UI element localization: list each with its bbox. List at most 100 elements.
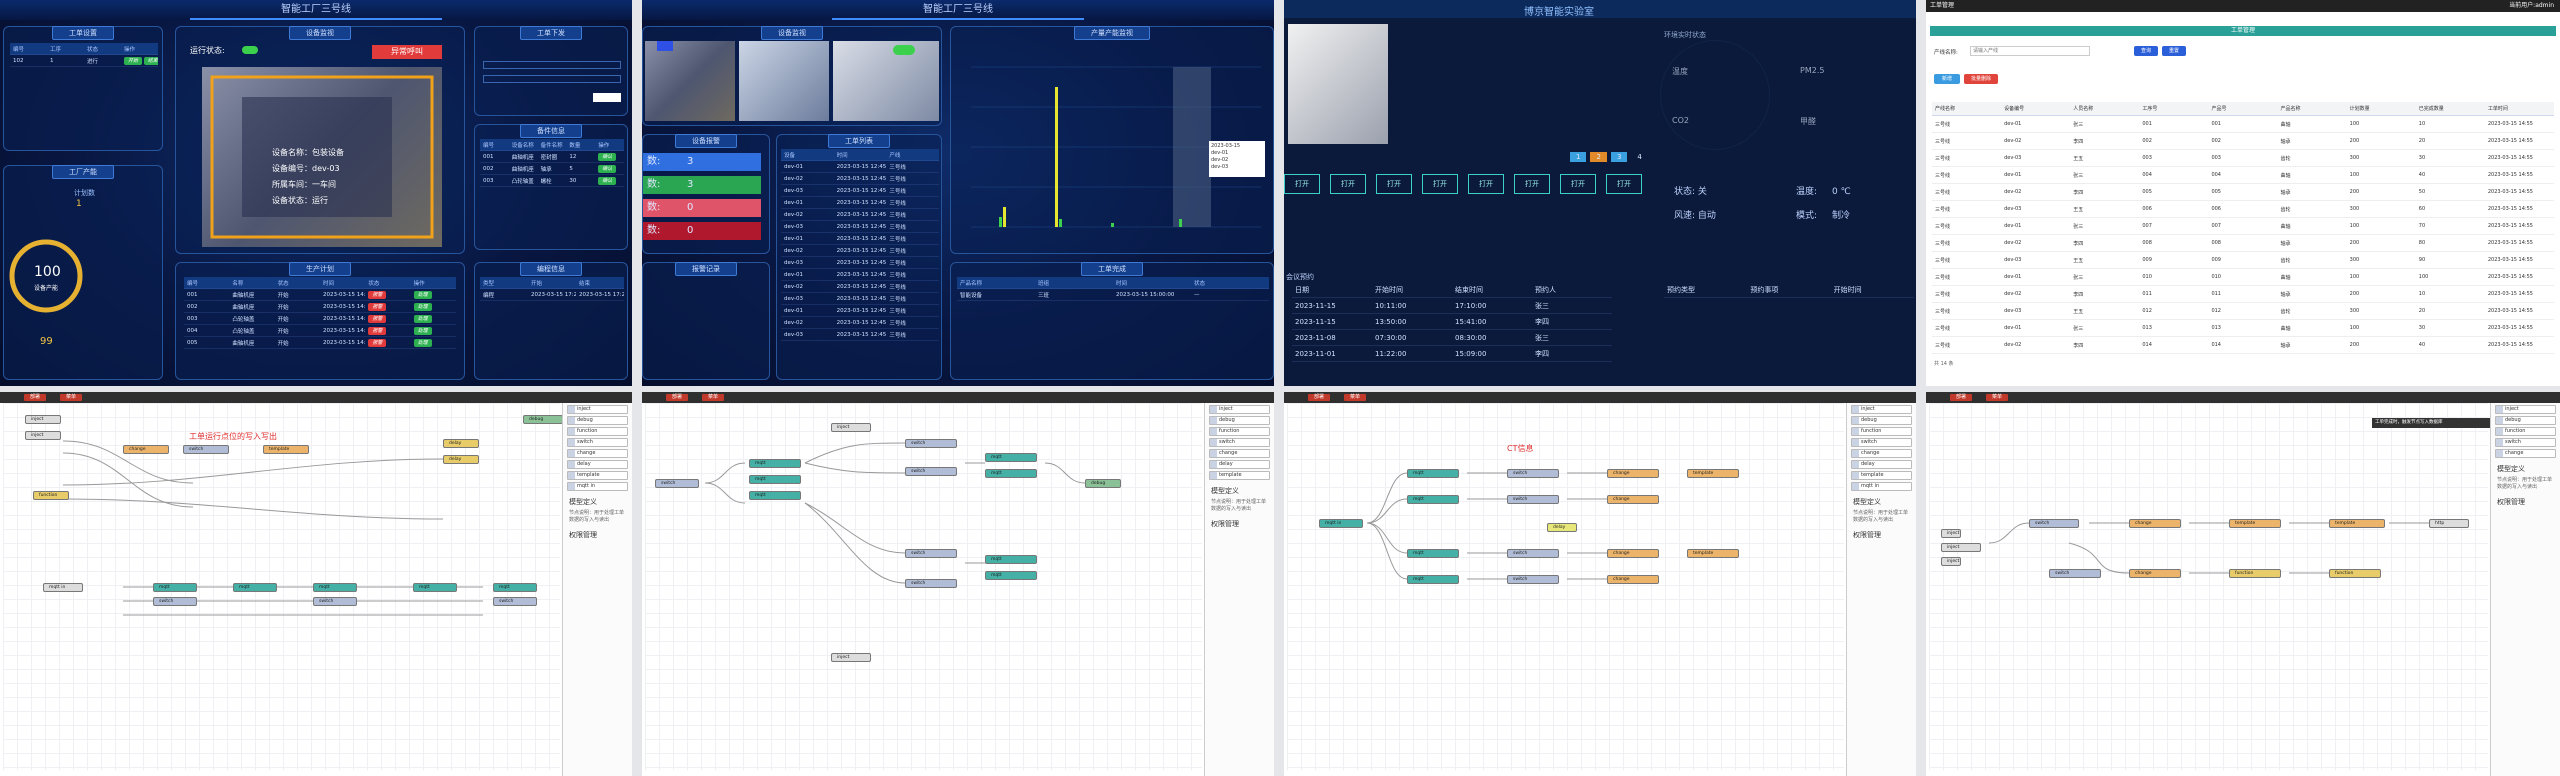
palette-item[interactable]: delay <box>567 460 628 469</box>
palette-item[interactable]: delay <box>1209 460 1270 469</box>
deploy-button[interactable]: 部署 <box>1950 394 1972 401</box>
tab-4[interactable]: 4 <box>1637 153 1642 161</box>
flow-node[interactable]: switch <box>905 549 957 558</box>
palette-item[interactable]: function <box>1209 427 1270 436</box>
flow-node[interactable]: switch <box>493 597 537 606</box>
flow-node[interactable]: switch <box>1507 495 1559 504</box>
menu-button[interactable]: 菜单 <box>1986 394 2008 401</box>
flow-node[interactable]: mqtt <box>313 583 357 592</box>
switch-button[interactable]: 打开 <box>1468 174 1504 194</box>
flow-node[interactable]: mqtt <box>985 453 1037 462</box>
flow-node[interactable]: template <box>2229 519 2281 528</box>
flow-node[interactable]: function <box>2329 569 2381 578</box>
flow-node[interactable]: delay <box>443 439 479 448</box>
palette-item[interactable]: debug <box>1209 416 1270 425</box>
flow-node[interactable]: mqtt <box>749 475 801 484</box>
flow-canvas[interactable]: inject inject inject switch change templ… <box>1929 403 2488 770</box>
palette-item[interactable]: function <box>2495 427 2556 436</box>
switch-button[interactable]: 打开 <box>1514 174 1550 194</box>
flow-node[interactable]: function <box>2229 569 2281 578</box>
palette-item[interactable]: inject <box>567 405 628 414</box>
palette-item[interactable]: mqtt in <box>567 482 628 491</box>
flow-node[interactable]: mqtt in <box>1319 519 1363 528</box>
flow-node[interactable]: inject <box>25 431 61 440</box>
flow-node[interactable]: change <box>123 445 169 454</box>
flow-node[interactable]: change <box>1607 549 1659 558</box>
flow-node[interactable]: switch <box>2049 569 2101 578</box>
flow-canvas[interactable]: 工单运行点位的写入写出 inject inject function chang… <box>3 403 563 770</box>
flow-canvas[interactable]: CT信息 mqtt in mqtt mqtt mqtt mqtt switch … <box>1287 403 1844 770</box>
tab-2[interactable]: 2 <box>1590 152 1607 162</box>
flow-node[interactable]: inject <box>1941 529 1961 538</box>
flow-node[interactable]: change <box>1607 469 1659 478</box>
flow-node[interactable]: switch <box>905 467 957 476</box>
palette-item[interactable]: change <box>567 449 628 458</box>
flow-node[interactable]: delay <box>443 455 479 464</box>
flow-node[interactable]: debug <box>523 415 563 424</box>
flow-node[interactable]: mqtt <box>1407 549 1459 558</box>
flow-node[interactable]: switch <box>313 597 357 606</box>
flow-node[interactable]: inject <box>831 423 871 432</box>
search-button[interactable]: 查询 <box>2134 46 2158 56</box>
deploy-button[interactable]: 部署 <box>24 394 46 401</box>
flow-node[interactable]: mqtt <box>985 469 1037 478</box>
flow-node[interactable]: inject <box>25 415 61 424</box>
flow-node[interactable]: change <box>2129 519 2181 528</box>
flow-node[interactable]: inject <box>1941 543 1981 552</box>
switch-button[interactable]: 打开 <box>1560 174 1596 194</box>
alarm-call-button[interactable]: 异常呼叫 <box>372 45 442 59</box>
flow-node[interactable]: template <box>1687 469 1739 478</box>
search-input[interactable] <box>1970 46 2090 56</box>
reset-button[interactable]: 重置 <box>2162 46 2186 56</box>
flow-node[interactable]: switch <box>905 439 957 448</box>
menu-button[interactable]: 菜单 <box>1344 394 1366 401</box>
palette-item[interactable]: mqtt in <box>1851 482 1912 491</box>
palette-item[interactable]: inject <box>1851 405 1912 414</box>
switch-button[interactable]: 打开 <box>1422 174 1458 194</box>
start-button[interactable]: 开始 <box>124 56 143 65</box>
flow-node[interactable]: template <box>2329 519 2385 528</box>
flow-node[interactable]: switch <box>1507 469 1559 478</box>
flow-node[interactable]: change <box>2129 569 2181 578</box>
switch-button[interactable]: 打开 <box>1330 174 1366 194</box>
palette-item[interactable]: delay <box>1851 460 1912 469</box>
flow-node[interactable]: change <box>1607 575 1659 584</box>
palette-item[interactable]: switch <box>567 438 628 447</box>
flow-node[interactable]: switch <box>1507 549 1559 558</box>
palette-item[interactable]: template <box>1209 471 1270 480</box>
palette-item[interactable]: change <box>1209 449 1270 458</box>
palette-item[interactable]: inject <box>1209 405 1270 414</box>
flow-node[interactable]: mqtt <box>233 583 277 592</box>
switch-button[interactable]: 打开 <box>1606 174 1642 194</box>
palette-item[interactable]: template <box>567 471 628 480</box>
flow-node[interactable]: mqtt <box>1407 575 1459 584</box>
flow-node[interactable]: switch <box>183 445 229 454</box>
palette-item[interactable]: inject <box>2495 405 2556 414</box>
issue-input-1[interactable] <box>483 61 621 69</box>
add-button[interactable]: 新增 <box>1934 74 1960 84</box>
flow-node[interactable]: mqtt <box>749 459 801 468</box>
palette-item[interactable]: template <box>1851 471 1912 480</box>
menu-button[interactable]: 菜单 <box>60 394 82 401</box>
flow-node[interactable]: debug <box>1085 479 1121 488</box>
menu-button[interactable]: 菜单 <box>702 394 724 401</box>
flow-node[interactable]: switch <box>2029 519 2079 528</box>
palette-item[interactable]: debug <box>1851 416 1912 425</box>
switch-button[interactable]: 打开 <box>1284 174 1320 194</box>
flow-node[interactable]: switch <box>655 479 699 488</box>
flow-node[interactable]: mqtt <box>493 583 537 592</box>
flow-node[interactable]: switch <box>153 597 197 606</box>
flow-node[interactable]: mqtt <box>413 583 457 592</box>
flow-canvas[interactable]: switch mqtt mqtt mqtt inject switch swit… <box>645 403 1202 770</box>
